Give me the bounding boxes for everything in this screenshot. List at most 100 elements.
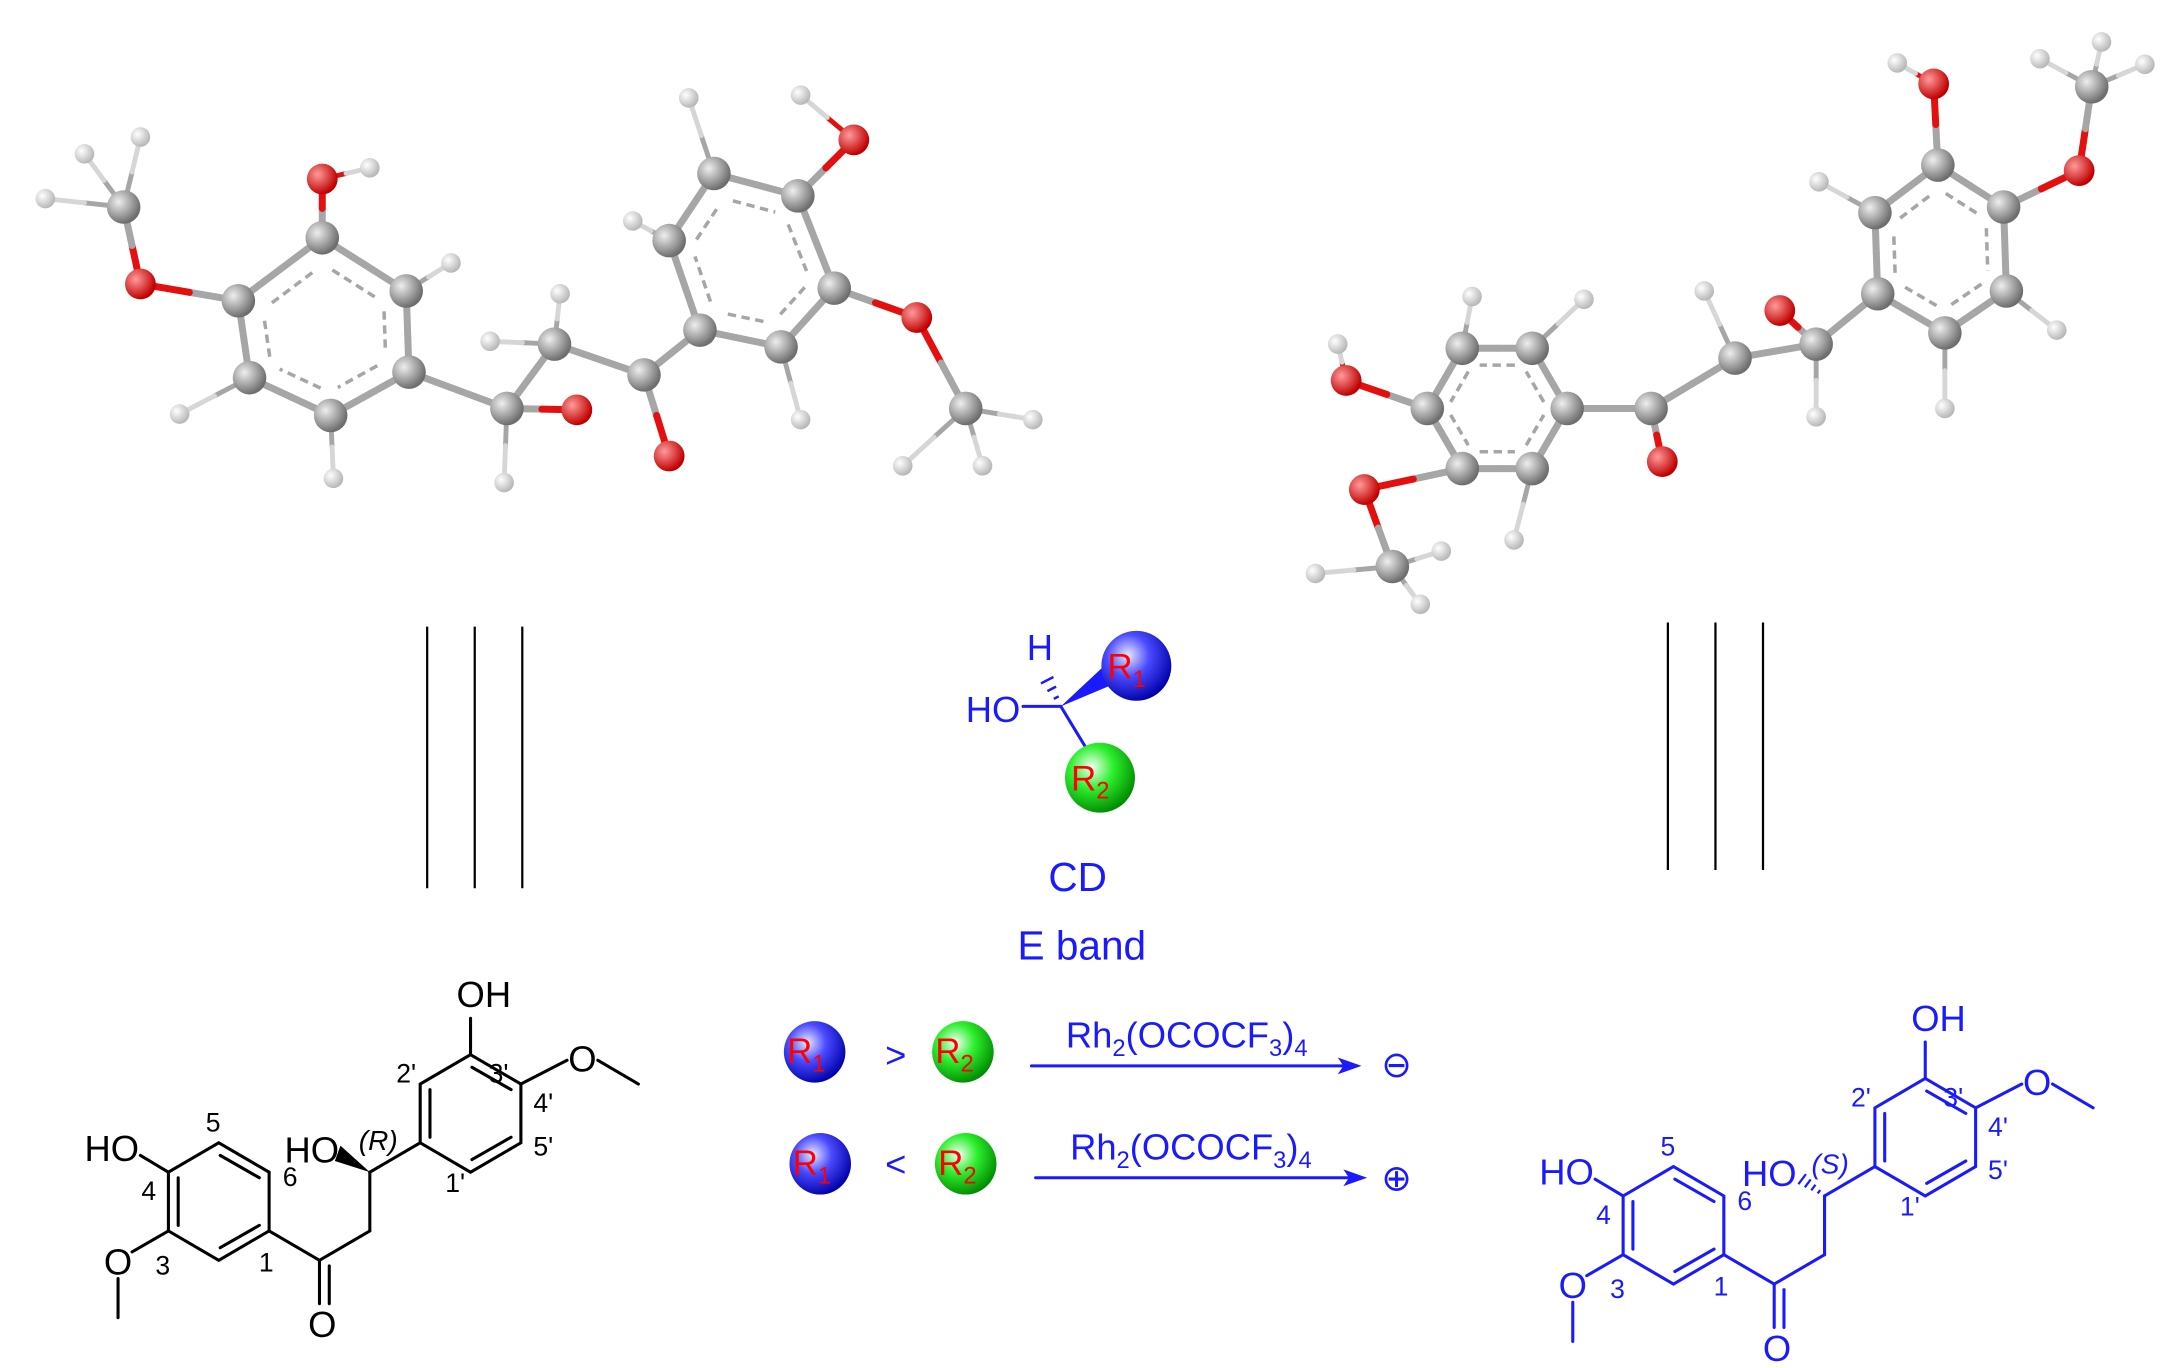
aromatic-dashed-bond <box>1524 370 1546 403</box>
bond <box>1059 704 1087 748</box>
hydrogen-atom <box>623 211 643 231</box>
bond <box>596 1058 640 1086</box>
hydroxyl-label: HO <box>1742 1153 1797 1194</box>
atom-number: 5' <box>1988 1155 2008 1185</box>
stereo-descriptor: (S) <box>1811 1149 1848 1180</box>
band-label: E band <box>1018 923 1147 969</box>
hydrogen-atom <box>1305 563 1326 584</box>
positive-sign: ⊕ <box>1381 1157 1411 1198</box>
hydrogen-atom <box>441 253 461 273</box>
hydroxyl-label: HO <box>1539 1152 1594 1193</box>
aromatic-double-bond <box>470 1135 513 1162</box>
aromatic-double-bond <box>218 1153 261 1180</box>
reaction-arrow-head <box>1337 1057 1362 1075</box>
aromatic-double-bond <box>1673 1177 1716 1204</box>
hydrogen-atom <box>550 283 570 304</box>
aromatic-double-bond <box>218 1223 261 1250</box>
atom-number: 3' <box>489 1059 509 1089</box>
reagent-subscript: 3 <box>1269 1035 1282 1062</box>
aromatic-dashed-bond <box>693 255 713 303</box>
reagent-part: (OCOCF <box>1130 1127 1273 1168</box>
substituent-r2-sphere <box>1065 742 1135 813</box>
carbon-atom <box>305 221 340 255</box>
carbon-atom <box>1718 341 1752 375</box>
carbonyl-oxygen-label: O <box>1763 1328 1791 1368</box>
hashed-bond <box>1797 1173 1822 1195</box>
reagent-label: Rh2(OCOCF3)4 <box>1070 1127 1312 1174</box>
hydrogen-atom <box>480 331 500 352</box>
r-subscript: 1 <box>818 1162 831 1189</box>
atom-number: 1' <box>1900 1192 1920 1222</box>
atom-number: 5 <box>1660 1131 1675 1161</box>
reagent-part: ) <box>1282 1015 1294 1056</box>
aromatic-double-bond <box>1673 1247 1716 1274</box>
structure-s-enantiomer: OH HO HO (S) O O O 5 6 4 3 1 2' 3' 4' 5'… <box>1539 998 2095 1368</box>
carbon-atom <box>1986 190 2021 224</box>
hydrogen-atom <box>2046 320 2067 340</box>
carbon-atom <box>1858 195 1892 230</box>
r-letter: R <box>938 1144 963 1183</box>
substituent-r2-label: R2 <box>938 1144 976 1189</box>
aromatic-dashed-bond <box>1901 284 1938 308</box>
hydrogen-atom <box>360 158 380 178</box>
carbon-atom <box>106 190 141 224</box>
r-subscript: 2 <box>961 1050 974 1077</box>
aromatic-dashed-bond <box>1891 231 1897 273</box>
aromatic-dashed-bond <box>722 311 764 324</box>
technique-label: CD <box>1048 854 1107 900</box>
substituent-r2-label: R2 <box>1071 759 1109 804</box>
wedge-bond <box>334 1145 370 1173</box>
structure-r-enantiomer: OH HO HO (R) O O O 5 6 4 3 1 2' 3' 4' 5'… <box>84 974 640 1345</box>
carbon-atom <box>537 327 572 361</box>
carbon-atom <box>1445 331 1480 366</box>
oxygen-atom <box>125 268 156 300</box>
carbon-atom <box>627 358 661 392</box>
aromatic-dashed-bond <box>694 204 721 241</box>
atom-number: 2' <box>1851 1082 1871 1112</box>
carbon-atom <box>1799 327 1833 361</box>
aromatic-dashed-bond <box>1524 414 1546 447</box>
carbon-atom <box>1445 451 1480 486</box>
atom-number: 3 <box>155 1250 170 1280</box>
substituent-r2-label: R2 <box>935 1032 973 1077</box>
hash <box>1810 1184 1817 1192</box>
r-letter: R <box>787 1032 812 1071</box>
carbon-atom <box>817 271 852 305</box>
aromatic-dashed-bond <box>1944 192 1980 217</box>
aromatic-dashed-bond <box>262 317 272 357</box>
hydroxyl-label: HO <box>84 1128 139 1169</box>
hydrogen-atom <box>1410 594 1431 615</box>
negative-sign: ⊖ <box>1381 1044 1411 1085</box>
hydrogen-atom <box>1327 334 1348 354</box>
hydrogen-atom <box>2091 32 2112 52</box>
hash <box>1797 1173 1807 1185</box>
aromatic-dashed-bond <box>1449 414 1470 447</box>
hydrogen-atom <box>323 468 344 489</box>
aromatic-dashed-bond <box>331 268 376 299</box>
atom-number: 4 <box>141 1176 156 1206</box>
hydrogen-atom <box>1023 409 1043 430</box>
oxygen-atom <box>901 302 933 333</box>
atom-number: 2' <box>396 1059 416 1089</box>
reagent-subscript: 3 <box>1273 1147 1286 1174</box>
r-letter: R <box>793 1144 818 1183</box>
methoxy-oxygen-label: O <box>1559 1265 1587 1306</box>
reagent-subscript: 2 <box>1117 1147 1130 1174</box>
carbon-atom <box>1928 316 1962 350</box>
benzene-ring-a <box>166 1141 271 1263</box>
wedge-bond <box>1060 665 1114 707</box>
hydrogen-label: H <box>1027 627 1053 668</box>
carbon-atom <box>392 355 426 389</box>
substituent-r2-sphere <box>932 1021 994 1083</box>
substituent-r1-label: R1 <box>787 1032 825 1077</box>
substituent-r1-label: R1 <box>1107 647 1145 692</box>
carbon-atom <box>683 313 717 347</box>
carbon-atom <box>764 330 798 364</box>
carbon-atom <box>1410 391 1445 426</box>
benzene-ring-a <box>1621 1164 1726 1286</box>
carbonyl-oxygen-label: O <box>308 1304 336 1345</box>
carbon-atom <box>1860 276 1895 311</box>
oxygen-atom <box>1330 365 1362 396</box>
carbon-atom <box>2074 69 2109 104</box>
hydrogen-atom <box>169 404 190 424</box>
